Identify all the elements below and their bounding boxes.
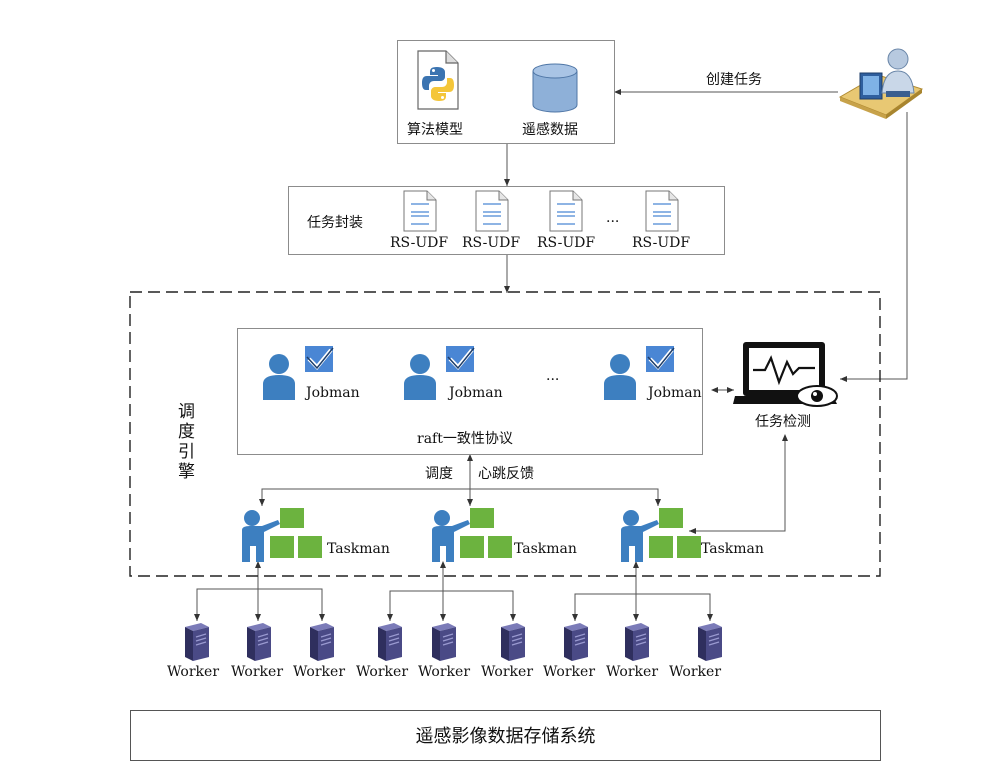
taskman-label: Taskman: [514, 541, 577, 557]
task-packaging-title: 任务封装: [307, 215, 363, 231]
udf-file-icon: [645, 190, 679, 232]
scheduler-engine-title: 调 度 引 擎: [178, 402, 195, 482]
database-icon: [532, 63, 578, 113]
taskman-icon: [242, 508, 322, 562]
udf-label: RS-UDF: [631, 235, 691, 251]
worker-label: Worker: [230, 664, 284, 680]
worker-label: Worker: [480, 664, 534, 680]
worker-server-icon: [501, 623, 525, 661]
worker-label: Worker: [166, 664, 220, 680]
raft-protocol-label: raft一致性协议: [417, 431, 513, 447]
udf-label: RS-UDF: [389, 235, 449, 251]
algorithm-model-label: 算法模型: [407, 122, 463, 138]
storage-system-box: 遥感影像数据存储系统: [130, 710, 881, 761]
python-file-icon: [417, 50, 459, 110]
udf-file-icon: [475, 190, 509, 232]
worker-label: Worker: [668, 664, 722, 680]
udf-label: RS-UDF: [536, 235, 596, 251]
jobman-person-icon: [263, 346, 334, 400]
worker-label: Worker: [417, 664, 471, 680]
remote-data-label: 遥感数据: [522, 122, 578, 138]
user-workstation-icon: [838, 48, 924, 119]
worker-server-icon: [378, 623, 402, 661]
storage-system-label: 遥感影像数据存储系统: [415, 726, 596, 747]
worker-server-icon: [564, 623, 588, 661]
jobman-person-icon: [404, 346, 475, 400]
taskman-label: Taskman: [701, 541, 764, 557]
taskman-icon: [432, 508, 512, 562]
scheduler-boundary: [129, 291, 881, 577]
input-box: 算法模型 遥感数据: [397, 40, 615, 144]
arrow-user-to-monitor: [840, 112, 908, 382]
jobman-ellipsis: ...: [546, 368, 560, 384]
worker-label: Worker: [355, 664, 409, 680]
jobman-label: Jobman: [306, 385, 360, 401]
worker-label: Worker: [292, 664, 346, 680]
worker-server-icon: [185, 623, 209, 661]
taskman-icon: [621, 508, 701, 562]
schedule-label: 调度: [425, 466, 453, 482]
worker-label: Worker: [605, 664, 659, 680]
worker-server-icon: [625, 623, 649, 661]
task-monitor-icon: [733, 342, 838, 407]
udf-ellipsis: ...: [606, 210, 620, 226]
jobman-label: Jobman: [648, 385, 702, 401]
arrow-schedule-branch: [261, 488, 661, 506]
udf-label: RS-UDF: [461, 235, 521, 251]
worker-server-icon: [310, 623, 334, 661]
create-task-label: 创建任务: [706, 72, 762, 88]
taskman-label: Taskman: [327, 541, 390, 557]
udf-file-icon: [549, 190, 583, 232]
jobman-person-icon: [604, 346, 675, 400]
task-monitor-label: 任务检测: [755, 414, 811, 430]
worker-server-icon: [247, 623, 271, 661]
arrow-monitor-taskman: [689, 434, 788, 534]
worker-server-icon: [432, 623, 456, 661]
udf-file-icon: [403, 190, 437, 232]
worker-label: Worker: [542, 664, 596, 680]
worker-server-icon: [698, 623, 722, 661]
jobman-label: Jobman: [449, 385, 503, 401]
heartbeat-label: 心跳反馈: [478, 466, 534, 482]
